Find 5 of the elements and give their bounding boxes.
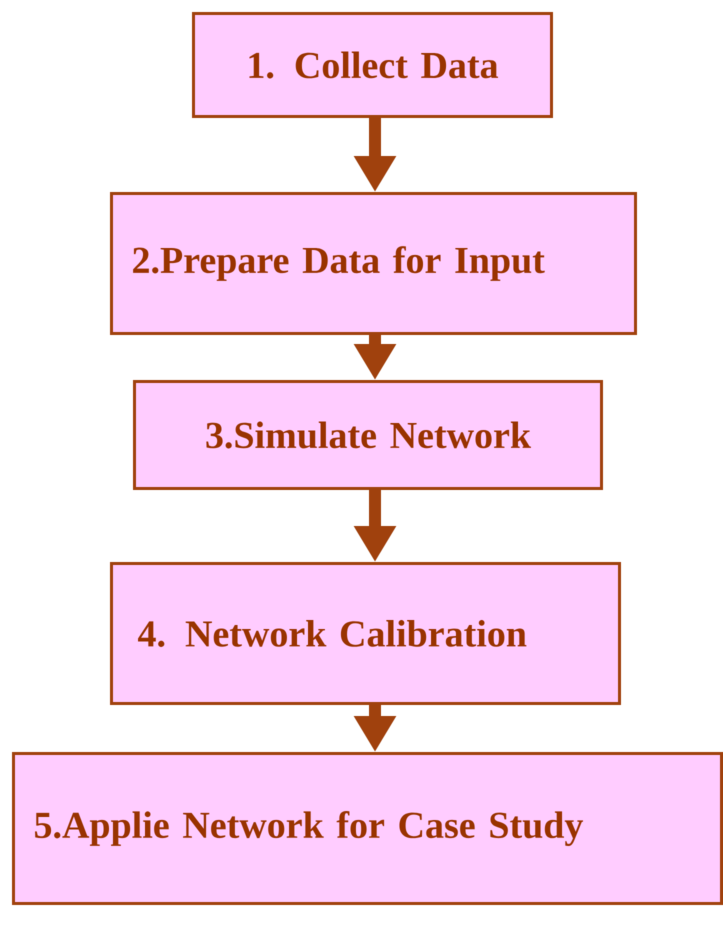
process-box: 2.Prepare Data for Input [110,192,637,335]
process-box: 1. Collect Data [192,12,553,118]
process-box: 4. Network Calibration [110,562,621,705]
process-box: 3.Simulate Network [133,380,603,490]
process-box: 5.Applie Network for Case Study [12,752,723,905]
